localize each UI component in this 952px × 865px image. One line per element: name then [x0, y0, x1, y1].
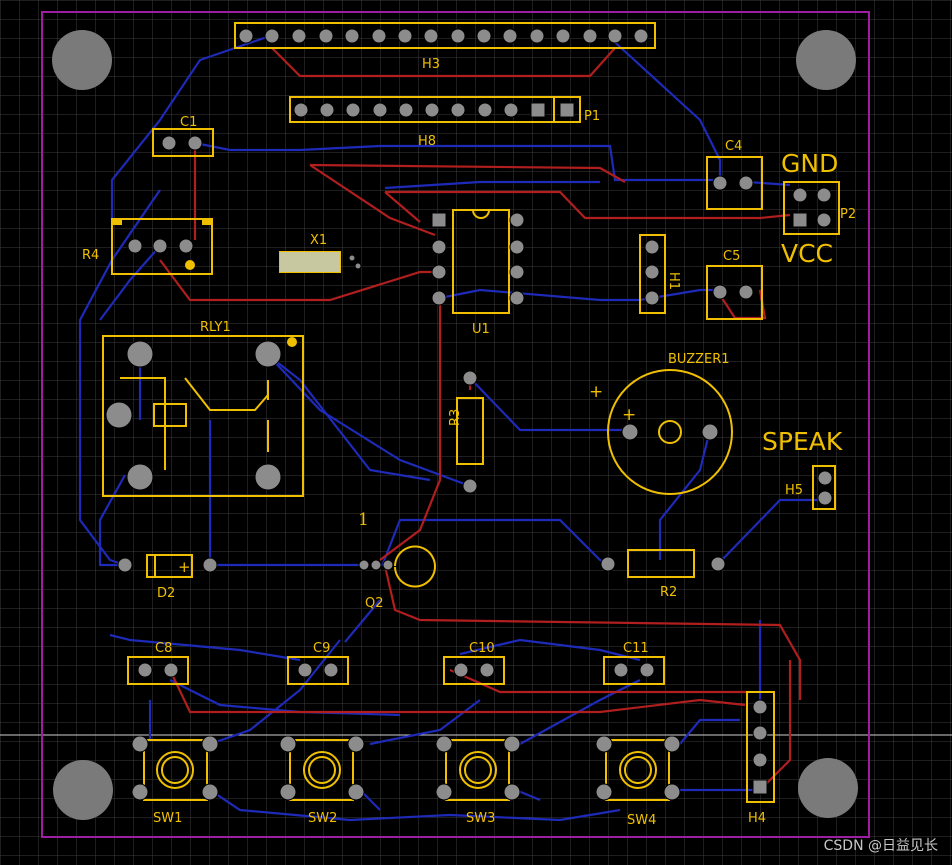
- label-d2: D2: [157, 586, 175, 601]
- label-c9: C9: [313, 641, 330, 656]
- label-sw1: SW1: [153, 811, 182, 826]
- label-sw3: SW3: [466, 811, 495, 826]
- label-r2: R2: [660, 585, 677, 600]
- label-c5: C5: [723, 249, 740, 264]
- top-layer-traces: [159, 47, 802, 791]
- bottom-layer-traces: [78, 34, 825, 822]
- label-u1: U1: [472, 322, 490, 337]
- watermark: CSDN @日益见长: [823, 838, 938, 854]
- label-c4: C4: [725, 139, 742, 154]
- label-c1: C1: [180, 115, 197, 130]
- silkscreen: [102, 22, 840, 803]
- label-c10: C10: [469, 641, 495, 656]
- label-p2: P2: [840, 207, 856, 222]
- label-speak: SPEAK: [762, 427, 843, 456]
- label-h5: H5: [785, 483, 803, 498]
- board-outline: [41, 11, 870, 838]
- label-x1: X1: [310, 233, 327, 248]
- label-rly1: RLY1: [200, 320, 231, 335]
- label-c8: C8: [155, 641, 172, 656]
- label-gnd: GND: [781, 149, 838, 178]
- label-q2: Q2: [365, 596, 384, 611]
- switch-inner-rings: [161, 756, 652, 784]
- label-plus-inner: +: [622, 405, 636, 425]
- label-sw4: SW4: [627, 813, 656, 828]
- label-d2-plus: +: [178, 558, 191, 576]
- pads: [105, 28, 833, 801]
- label-h3: H3: [422, 57, 440, 72]
- label-c11: C11: [623, 641, 649, 656]
- label-h8: H8: [418, 134, 436, 149]
- label-h4: H4: [748, 811, 766, 826]
- label-r4: R4: [82, 248, 99, 263]
- label-buzzer1: BUZZER1: [668, 352, 730, 367]
- label-r3: R3: [448, 409, 463, 426]
- label-pin1: 1: [358, 510, 369, 530]
- label-sw2: SW2: [308, 811, 337, 826]
- label-p1: P1: [584, 109, 600, 124]
- label-plus-outer: +: [589, 382, 603, 402]
- mounting-holes: [52, 30, 858, 820]
- label-vcc: VCC: [781, 239, 833, 268]
- silkscreen-fills: [112, 219, 340, 347]
- label-h1: H1: [666, 272, 681, 290]
